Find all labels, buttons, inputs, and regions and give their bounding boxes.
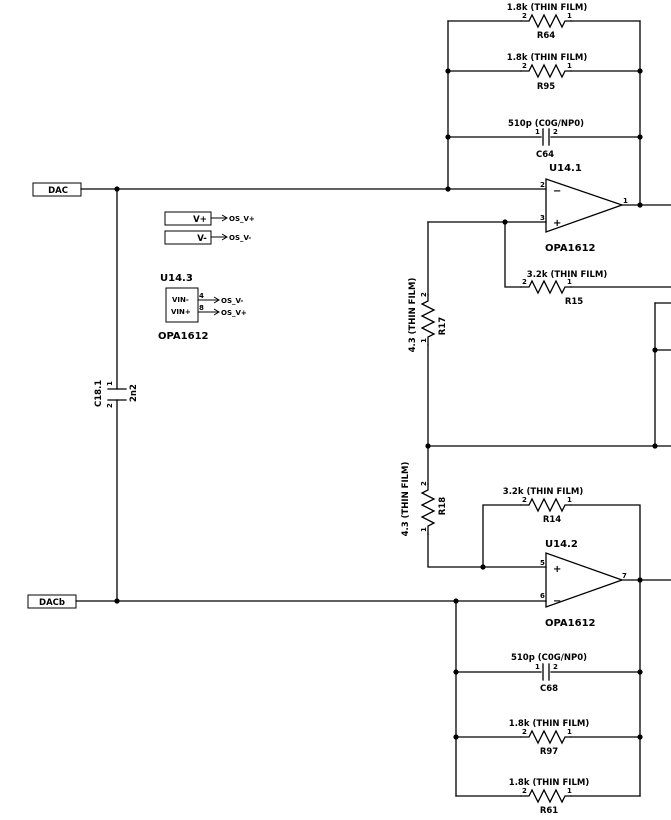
capacitor-c64: 510p (C0G/NP0) 1 2 C64 — [508, 119, 584, 160]
svg-text:OS_V-: OS_V- — [221, 297, 243, 305]
svg-text:V+: V+ — [193, 215, 207, 225]
svg-text:2: 2 — [553, 663, 558, 671]
opamp-u14-2: U14.2 + − 5 6 7 OPA1612 — [540, 539, 627, 629]
resistor-r15: 3.2k (THIN FILM) 2 1 R15 — [520, 270, 608, 307]
svg-text:510p (C0G/NP0): 510p (C0G/NP0) — [511, 653, 587, 663]
svg-text:1: 1 — [535, 128, 540, 136]
svg-text:OS_V+: OS_V+ — [229, 215, 255, 223]
svg-text:3.2k (THIN FILM): 3.2k (THIN FILM) — [503, 487, 584, 497]
svg-text:1: 1 — [420, 338, 428, 343]
resistor-r61: 1.8k (THIN FILM) 2 1 R61 — [509, 778, 590, 816]
svg-text:1: 1 — [623, 197, 628, 205]
port-vminus: V- OS_V- — [164, 230, 251, 245]
svg-text:2: 2 — [522, 12, 527, 20]
capacitor-c18-1: C18.1 1 2 2n2 — [94, 380, 139, 408]
svg-text:2: 2 — [522, 728, 527, 736]
svg-text:OS_V-: OS_V- — [229, 234, 251, 242]
opamp-u14-1: U14.1 − + 2 3 1 OPA1612 — [540, 163, 628, 254]
svg-text:1.8k (THIN FILM): 1.8k (THIN FILM) — [507, 3, 588, 13]
svg-text:U14.3: U14.3 — [160, 273, 193, 284]
svg-text:OS_V+: OS_V+ — [221, 309, 247, 317]
svg-text:R18: R18 — [438, 497, 448, 515]
u14-3-power-unit: U14.3 VIN- VIN+ 4 8 OS_V- OS_V+ OPA1612 — [158, 273, 247, 342]
svg-text:R97: R97 — [540, 747, 558, 757]
svg-text:1: 1 — [567, 787, 572, 795]
svg-text:DAC: DAC — [48, 186, 68, 196]
svg-text:1.8k (THIN FILM): 1.8k (THIN FILM) — [509, 778, 590, 788]
resistor-r18: 2 1 R18 4.3 (THIN FILM) — [401, 461, 448, 536]
svg-text:4.3 (THIN FILM): 4.3 (THIN FILM) — [408, 277, 418, 352]
svg-text:2: 2 — [420, 292, 428, 297]
svg-text:1: 1 — [567, 728, 572, 736]
svg-text:6: 6 — [540, 592, 545, 600]
svg-text:OPA1612: OPA1612 — [545, 243, 596, 254]
svg-text:R95: R95 — [537, 82, 555, 92]
svg-text:VIN+: VIN+ — [171, 308, 191, 316]
svg-text:1: 1 — [420, 527, 428, 532]
svg-text:5: 5 — [540, 559, 545, 567]
svg-text:3.2k (THIN FILM): 3.2k (THIN FILM) — [527, 270, 608, 280]
svg-text:R17: R17 — [438, 317, 448, 335]
svg-text:V-: V- — [197, 234, 207, 244]
svg-text:U14.1: U14.1 — [549, 163, 582, 174]
svg-text:C64: C64 — [536, 150, 554, 160]
svg-text:2: 2 — [522, 278, 527, 286]
svg-text:1: 1 — [106, 381, 114, 386]
svg-text:7: 7 — [622, 572, 627, 580]
svg-text:R14: R14 — [543, 515, 561, 525]
svg-text:R15: R15 — [565, 297, 583, 307]
svg-text:C68: C68 — [540, 684, 558, 694]
svg-text:2: 2 — [540, 181, 545, 189]
svg-text:DACb: DACb — [39, 598, 65, 608]
svg-text:8: 8 — [199, 304, 204, 312]
wires — [75, 20, 671, 797]
svg-text:OPA1612: OPA1612 — [545, 618, 596, 629]
svg-text:R61: R61 — [540, 806, 558, 816]
svg-text:1.8k (THIN FILM): 1.8k (THIN FILM) — [509, 719, 590, 729]
svg-text:2: 2 — [522, 62, 527, 70]
svg-text:510p (C0G/NP0): 510p (C0G/NP0) — [508, 119, 584, 129]
svg-text:−: − — [553, 186, 561, 197]
svg-text:4.3 (THIN FILM): 4.3 (THIN FILM) — [401, 461, 411, 536]
resistor-r97: 1.8k (THIN FILM) 2 1 R97 — [509, 719, 590, 757]
svg-text:2: 2 — [522, 496, 527, 504]
svg-text:+: + — [553, 218, 561, 229]
port-dacb: DACb — [27, 594, 77, 609]
svg-text:R64: R64 — [537, 31, 555, 41]
svg-text:−: − — [553, 596, 561, 607]
svg-text:2: 2 — [106, 403, 114, 408]
svg-text:VIN-: VIN- — [172, 296, 189, 304]
svg-text:2: 2 — [420, 481, 428, 486]
capacitor-c68: 510p (C0G/NP0) 1 2 C68 — [511, 653, 587, 694]
svg-text:2n2: 2n2 — [129, 384, 139, 402]
svg-text:U14.2: U14.2 — [545, 539, 578, 550]
svg-text:3: 3 — [540, 214, 545, 222]
resistor-r14: 3.2k (THIN FILM) 2 1 R14 — [503, 487, 584, 525]
resistor-r17: 2 1 R17 4.3 (THIN FILM) — [408, 277, 448, 352]
junctions — [114, 68, 658, 740]
svg-text:+: + — [553, 564, 561, 575]
svg-text:C18.1: C18.1 — [94, 380, 104, 407]
port-dac: DAC — [32, 182, 82, 197]
svg-text:1.8k (THIN FILM): 1.8k (THIN FILM) — [507, 53, 588, 63]
svg-text:4: 4 — [199, 292, 204, 300]
svg-text:1: 1 — [567, 496, 572, 504]
svg-text:1: 1 — [567, 12, 572, 20]
svg-text:1: 1 — [567, 62, 572, 70]
svg-text:2: 2 — [553, 128, 558, 136]
resistor-r95: 1.8k (THIN FILM) 2 1 R95 — [507, 53, 588, 92]
port-vplus: V+ OS_V+ — [164, 211, 255, 226]
svg-text:2: 2 — [522, 787, 527, 795]
svg-text:1: 1 — [567, 278, 572, 286]
svg-text:1: 1 — [535, 663, 540, 671]
svg-text:OPA1612: OPA1612 — [158, 331, 209, 342]
resistor-r64: 1.8k (THIN FILM) 2 1 R64 — [507, 3, 588, 41]
